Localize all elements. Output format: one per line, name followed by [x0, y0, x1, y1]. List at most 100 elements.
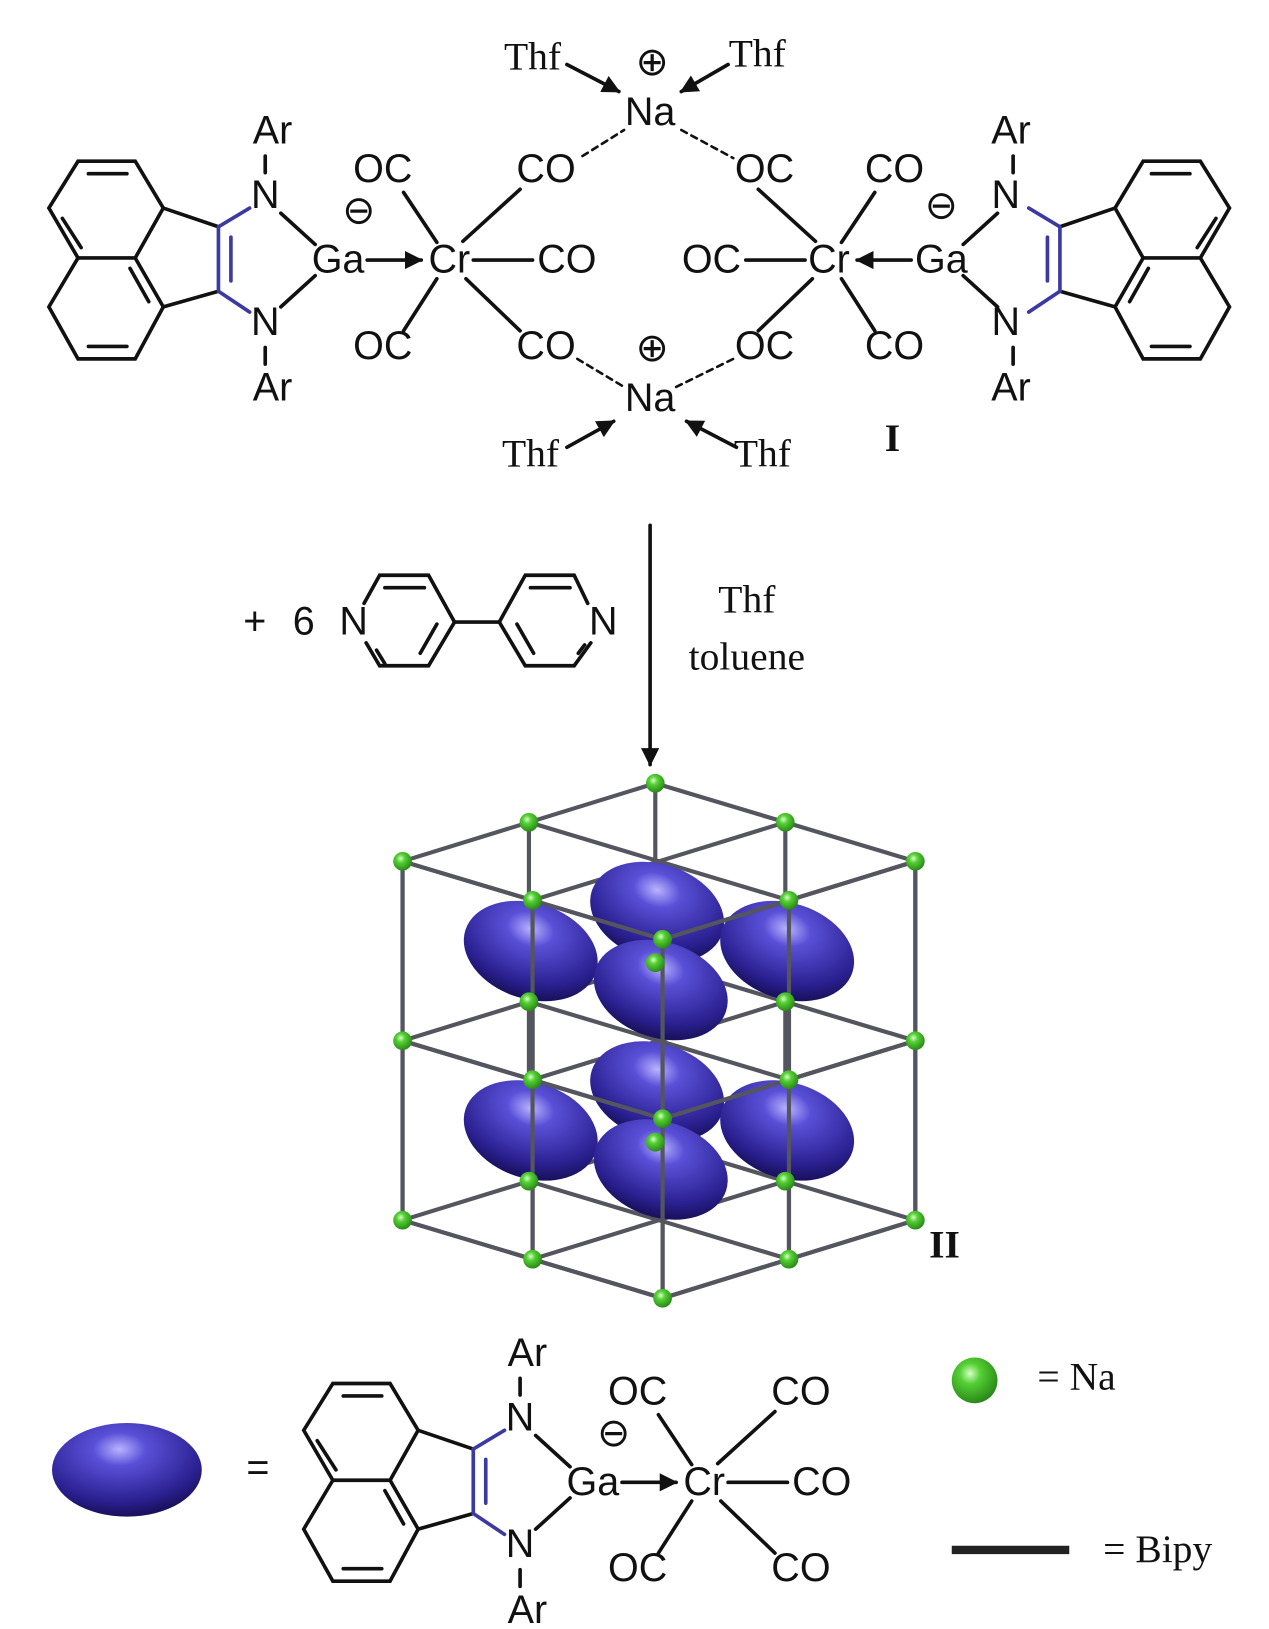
na-node: [645, 1132, 665, 1152]
cr-label: Cr: [683, 1460, 725, 1504]
sodium-bridges: [565, 62, 739, 450]
diimine-bond: [1026, 206, 1062, 314]
co-label: CO: [516, 147, 575, 191]
n-ga-bond: [279, 211, 317, 309]
legend-na-sphere: [951, 1357, 998, 1404]
five-ring-bond: [161, 206, 221, 309]
equals-sign: =: [246, 1445, 269, 1489]
double-bond: [60, 171, 151, 349]
legend-ellipsoid: [52, 1423, 202, 1517]
thf-arrow: [679, 62, 730, 94]
na-node: [779, 1249, 799, 1269]
five-ring-bond: [416, 1428, 476, 1531]
bipy-rod: [531, 1218, 660, 1262]
bipy-rod: [784, 820, 916, 864]
five-ring-bond: [1058, 206, 1117, 309]
bipy-rod: [528, 1179, 660, 1223]
na-node: [775, 992, 795, 1012]
na-node: [775, 812, 795, 832]
anion-charge: ⊖: [925, 183, 958, 227]
na-node: [519, 992, 539, 1012]
bipyridine-structure: [362, 573, 593, 668]
naphthalene-ring: [301, 1478, 421, 1583]
right-ga-cr-fragment-bonds: [743, 154, 1232, 366]
bipy-n-left: N: [339, 600, 368, 644]
na-node: [905, 1210, 925, 1230]
n-label: N: [506, 1522, 535, 1566]
naphthalene-ring: [301, 1381, 421, 1483]
coordination-framework-cube: [393, 773, 925, 1308]
co-label: CO: [537, 238, 596, 282]
bipy-rod: [528, 820, 660, 864]
bipy-rod: [401, 1038, 534, 1082]
dashed-bond: [680, 128, 735, 160]
diimine-bond: [216, 206, 252, 314]
ga-cr-complex-ellipsoid: [590, 1041, 725, 1142]
ar-label: Ar: [991, 109, 1031, 153]
plus-sign: +: [243, 600, 266, 644]
bipy-rods: [400, 781, 918, 1301]
naphthalene-ring: [1112, 256, 1232, 361]
bipy-rod: [661, 1257, 790, 1301]
ar-label: Ar: [253, 366, 293, 410]
ar-label: Ar: [508, 1588, 548, 1629]
bipy-rod: [401, 1179, 530, 1223]
na-node: [645, 953, 665, 973]
dashed-bond: [674, 357, 735, 389]
thf-label: Thf: [504, 34, 562, 78]
diimine-bond: [471, 1428, 507, 1537]
bipy-rod: [658, 820, 786, 864]
oc-label: OC: [682, 238, 741, 282]
na-node: [519, 1171, 539, 1191]
legend-fragment-labels: Ar N Ga Cr OC CO CO OC CO N Ar ⊖: [506, 1331, 852, 1629]
ar-label: Ar: [253, 109, 293, 153]
na-node: [653, 1109, 672, 1129]
na-node: [393, 1210, 412, 1230]
n-label: N: [506, 1395, 535, 1439]
left-fragment-labels: Ar N Ga Cr OC CO CO OC CO N Ar ⊖: [251, 109, 597, 410]
thf-arrow: [684, 419, 739, 450]
naphthalene-ring: [46, 159, 166, 260]
ga-label: Ga: [312, 238, 365, 282]
equivalents: 6: [293, 600, 315, 644]
ga-label: Ga: [915, 238, 968, 282]
n-label: N: [992, 300, 1021, 344]
double-bond: [315, 1394, 406, 1571]
right-fragment-labels: Ar N Ga Cr OC CO OC OC CO N Ar ⊖: [682, 109, 1031, 410]
co-label: CO: [516, 324, 575, 368]
cr-label: Cr: [428, 238, 470, 282]
n-label: N: [992, 173, 1021, 217]
na-node: [779, 890, 799, 910]
ar-label: Ar: [508, 1331, 548, 1375]
bipy-rod: [784, 999, 916, 1043]
legend-fragment-bonds: [301, 1376, 790, 1589]
naphthalene-ring: [46, 256, 166, 361]
legend-bipy-label: = Bipy: [1103, 1527, 1212, 1571]
anion-charge: ⊖: [342, 189, 375, 233]
cr-co-bond: [743, 187, 877, 333]
solvent-thf: Thf: [718, 577, 776, 621]
na-node: [905, 1031, 925, 1051]
compound-label-II: II: [929, 1222, 960, 1266]
bipy-rod: [531, 898, 664, 942]
cation-charge: ⊕: [636, 40, 669, 84]
oc-label: OC: [353, 147, 412, 191]
na-nodes: [393, 773, 925, 1308]
na-node: [775, 1171, 795, 1191]
dashed-bond: [581, 128, 626, 158]
na-bottom: Na: [625, 376, 676, 420]
oc-label: OC: [353, 324, 412, 368]
oc-label: OC: [608, 1369, 667, 1413]
anion-charge: ⊖: [597, 1411, 630, 1455]
co-label: CO: [792, 1460, 851, 1504]
thf-label: Thf: [734, 432, 792, 476]
thf-arrow: [565, 419, 616, 450]
bipy-rod: [784, 1179, 916, 1223]
bipy-n-right: N: [589, 600, 618, 644]
cr-co-bond: [656, 1409, 790, 1555]
na-node: [653, 929, 672, 949]
bipy-rod: [788, 1038, 916, 1082]
bipy-rod: [531, 1077, 664, 1121]
na-node: [523, 890, 542, 910]
